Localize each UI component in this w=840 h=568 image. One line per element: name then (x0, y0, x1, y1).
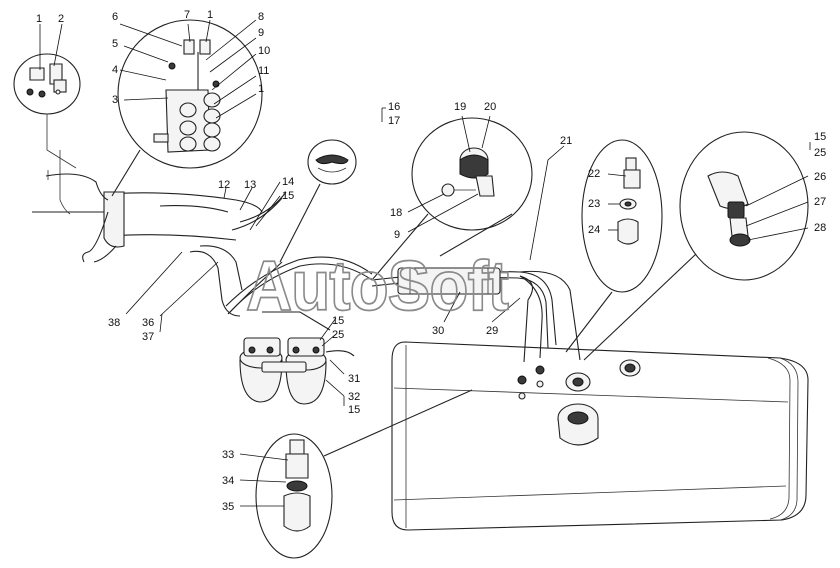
callout-17: 17 (388, 115, 400, 127)
callout-33: 33 (222, 449, 234, 461)
callout-1-c: 1 (258, 83, 264, 95)
detail-bubble-sensor (583, 131, 809, 361)
callout-4: 4 (112, 64, 118, 76)
leader-lines (39, 19, 811, 507)
callout-9-b: 9 (394, 229, 400, 241)
callout-36: 36 (142, 317, 154, 329)
fuel-level-sender (517, 365, 599, 446)
callout-16: 16 (388, 101, 400, 113)
callout-20: 20 (484, 101, 496, 113)
callout-35: 35 (222, 501, 234, 513)
callout-3: 3 (112, 94, 118, 106)
callout-1-a: 1 (36, 13, 42, 25)
fuel-filters (239, 337, 355, 405)
fuel-pipes (159, 191, 581, 363)
callout-28: 28 (814, 222, 826, 234)
callout-37: 37 (142, 331, 154, 343)
callout-12: 12 (218, 179, 230, 191)
callout-29: 29 (486, 325, 498, 337)
callout-10: 10 (258, 45, 270, 57)
callout-1-b: 1 (207, 9, 213, 21)
detail-bubble-fitting (565, 139, 663, 353)
callout-38: 38 (108, 317, 120, 329)
callout-9-a: 9 (258, 27, 264, 39)
fuel-tank (391, 341, 809, 531)
frame-rail (32, 150, 263, 263)
callout-23: 23 (588, 198, 600, 210)
callout-15-a: 15 (814, 131, 826, 143)
callout-5: 5 (112, 38, 118, 50)
callout-15-d: 15 (348, 404, 360, 416)
callout-30: 30 (432, 325, 444, 337)
callout-26: 26 (814, 171, 826, 183)
callout-24: 24 (588, 224, 600, 236)
callout-25-a: 25 (814, 147, 826, 159)
detail-bubble-valve-block (111, 19, 263, 197)
callout-34: 34 (222, 475, 234, 487)
callout-18: 18 (390, 207, 402, 219)
detail-bubble-bracket (371, 117, 533, 281)
callout-15-b: 15 (282, 190, 294, 202)
callout-27: 27 (814, 196, 826, 208)
watermark-text: AutoSoft (246, 247, 509, 325)
callout-32: 32 (348, 391, 360, 403)
callout-22: 22 (588, 168, 600, 180)
detail-bubble-clip (13, 53, 81, 169)
callout-13: 13 (244, 179, 256, 191)
callout-labels: 1 2 6 7 1 8 9 10 11 1 5 4 3 16 17 19 20 … (36, 9, 826, 513)
callout-31: 31 (348, 373, 360, 385)
callout-7: 7 (184, 9, 190, 21)
callout-2: 2 (58, 13, 64, 25)
callout-25-b: 25 (332, 329, 344, 341)
callout-11: 11 (258, 65, 269, 77)
callout-21: 21 (560, 135, 572, 147)
detail-bubble-clamp (279, 139, 357, 263)
callout-8: 8 (258, 11, 264, 23)
callout-19: 19 (454, 101, 466, 113)
callout-6: 6 (112, 11, 118, 23)
callout-15-c: 15 (332, 315, 344, 327)
callout-14: 14 (282, 176, 294, 188)
detail-bubble-drain (255, 389, 473, 559)
